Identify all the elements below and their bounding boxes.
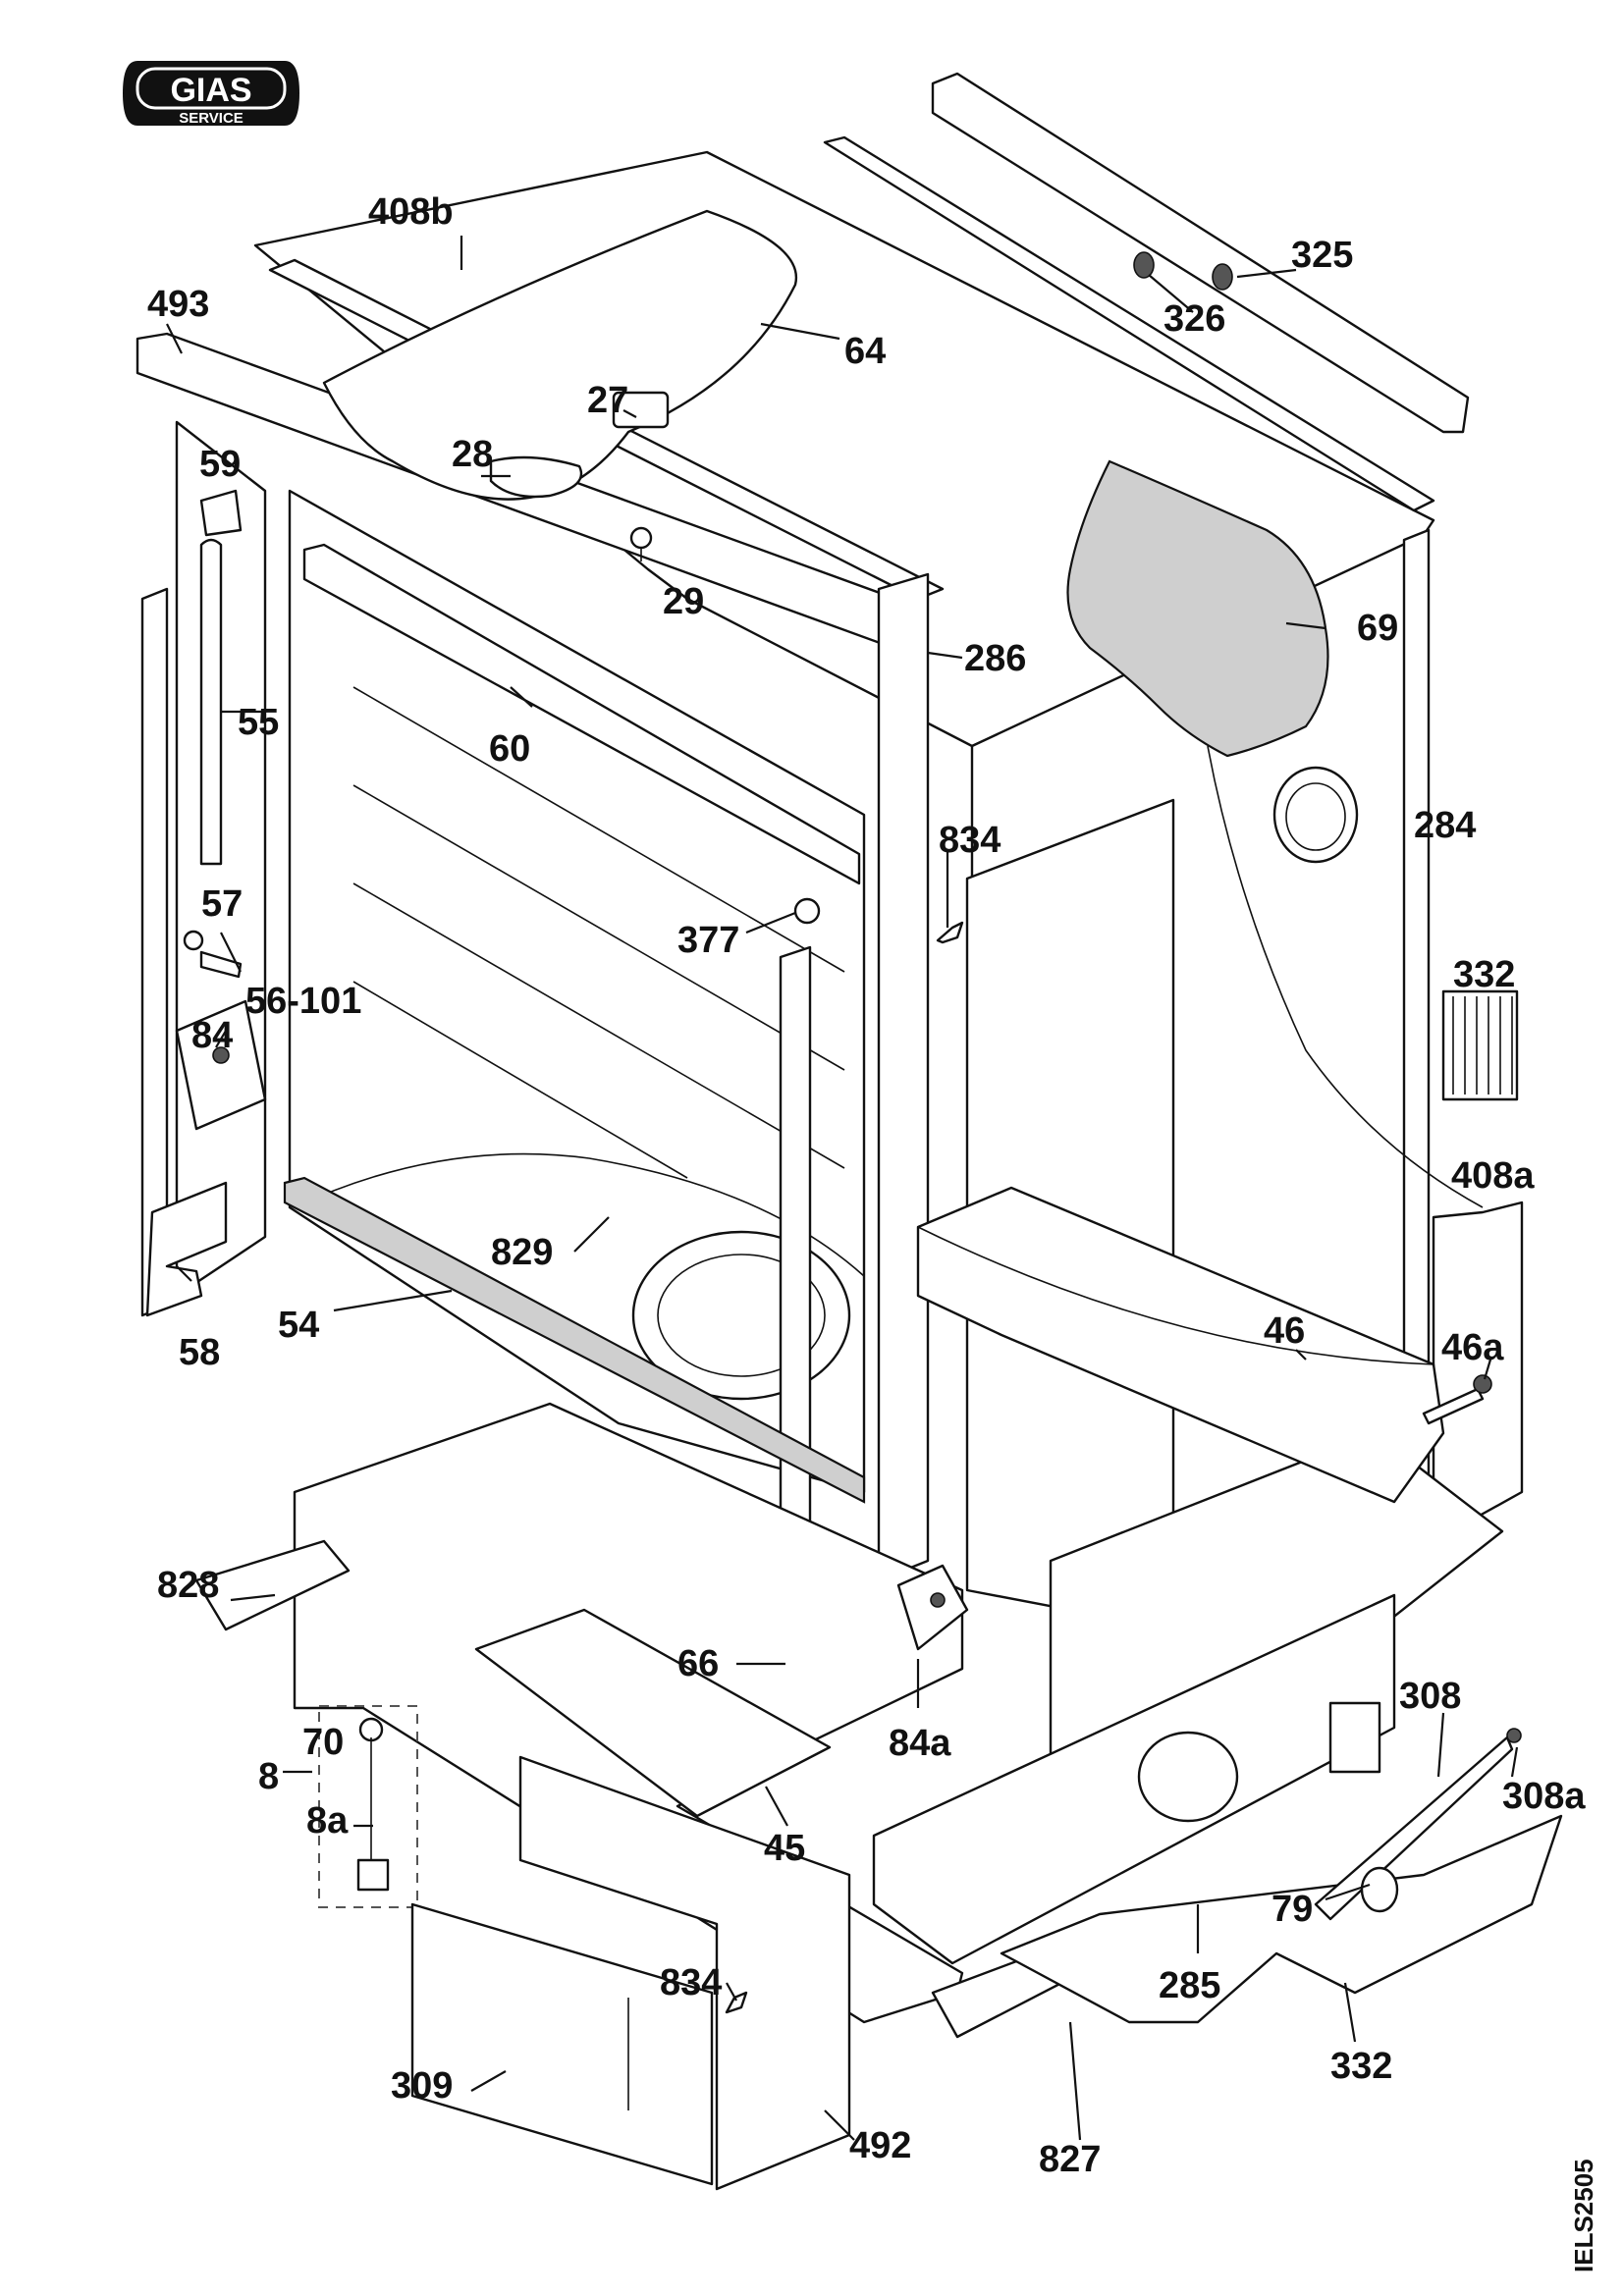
label-325: 325 <box>1291 235 1353 276</box>
label-492: 492 <box>849 2125 911 2166</box>
label-56-101: 56-101 <box>245 981 361 1022</box>
label-332-lower: 332 <box>1330 2046 1392 2087</box>
label-59: 59 <box>199 444 241 485</box>
vent-grille <box>1441 989 1519 1101</box>
label-66: 66 <box>677 1643 719 1684</box>
gias-service-logo: GIAS SERVICE <box>123 61 299 127</box>
label-326: 326 <box>1163 298 1225 340</box>
label-27: 27 <box>587 380 628 421</box>
label-54: 54 <box>278 1305 319 1346</box>
document-code: IELS2505 <box>1569 2159 1598 2272</box>
label-308: 308 <box>1399 1676 1461 1717</box>
right-side-parts <box>823 72 1504 1789</box>
label-79: 79 <box>1271 1889 1313 1930</box>
label-408a: 408a <box>1451 1155 1535 1197</box>
label-84a: 84a <box>889 1723 951 1764</box>
label-69: 69 <box>1357 608 1398 649</box>
label-46: 46 <box>1264 1310 1305 1352</box>
label-45: 45 <box>764 1828 805 1869</box>
logo-brand: GIAS <box>170 72 251 109</box>
logo-subtitle: SERVICE <box>179 110 243 127</box>
tub-frame <box>135 209 964 1676</box>
label-286: 286 <box>964 638 1026 679</box>
label-64: 64 <box>844 331 886 372</box>
label-284: 284 <box>1414 805 1476 846</box>
label-84: 84 <box>191 1015 233 1056</box>
label-60: 60 <box>489 728 530 770</box>
label-408b: 408b <box>368 191 454 233</box>
base-frame <box>194 1402 1563 2191</box>
label-29: 29 <box>663 581 704 622</box>
label-834-upper: 834 <box>939 820 1001 861</box>
label-285: 285 <box>1159 1965 1220 2006</box>
label-28: 28 <box>452 434 493 475</box>
label-8: 8 <box>258 1756 279 1797</box>
label-829: 829 <box>491 1232 553 1273</box>
label-8a: 8a <box>306 1800 349 1842</box>
label-834-lower: 834 <box>660 1962 722 2003</box>
part-labels: 408b 493 64 27 28 59 29 325 326 69 286 5… <box>147 191 1586 2180</box>
label-308a: 308a <box>1502 1776 1586 1817</box>
label-332-upper: 332 <box>1453 954 1515 995</box>
label-309: 309 <box>391 2065 453 2107</box>
label-377: 377 <box>677 920 739 961</box>
insulation-pad <box>1066 459 1329 758</box>
label-828: 828 <box>157 1565 219 1606</box>
label-70: 70 <box>302 1722 344 1763</box>
leader-lines <box>166 236 1519 2141</box>
label-493: 493 <box>147 284 209 325</box>
label-58: 58 <box>179 1332 220 1373</box>
label-46a: 46a <box>1441 1327 1504 1368</box>
label-827: 827 <box>1039 2139 1101 2180</box>
label-57: 57 <box>201 883 243 925</box>
label-55: 55 <box>238 702 279 743</box>
